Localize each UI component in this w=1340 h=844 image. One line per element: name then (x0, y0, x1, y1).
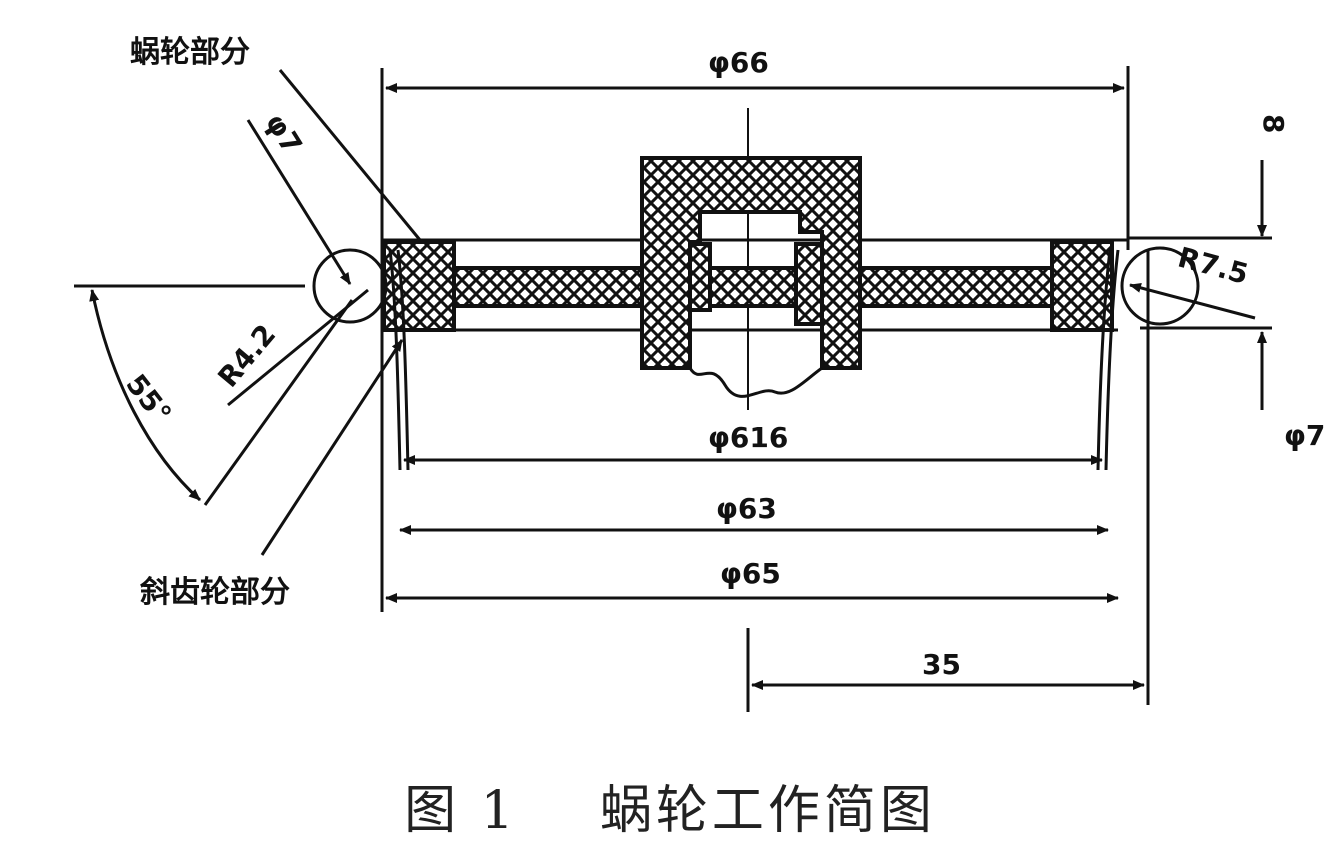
dim-phi65: φ65 (720, 557, 781, 590)
worm-wheel-part-label: 蜗轮部分 (130, 35, 250, 70)
hub-insert (688, 242, 712, 312)
figure-number: 图 1 (404, 781, 518, 841)
dim-angle-55: 55° (119, 368, 178, 430)
dim-r4-2: R4.2 (211, 318, 282, 394)
dim-phi63: φ63 (716, 492, 777, 525)
angle-arc (89, 289, 202, 502)
leader-lines (203, 69, 1256, 556)
dim-35: 35 (922, 648, 961, 681)
dimension-lines (385, 83, 1267, 690)
dim-phi66: φ66 (708, 46, 769, 79)
right-rim-hatch (1050, 240, 1114, 332)
wheel-section (382, 156, 1128, 370)
caption-spacer (538, 781, 579, 841)
hub-hatch (640, 156, 862, 370)
left-tooth-circle (312, 248, 388, 324)
hub-insert-right (794, 242, 824, 326)
web-hatch (452, 266, 1056, 308)
figure-caption: 图 1 蜗轮工作简图 (0, 768, 1340, 843)
dim-phi7-right: φ7 (1284, 419, 1325, 452)
figure-title: 蜗轮工作简图 (599, 781, 936, 841)
dim-8: 8 (1257, 114, 1290, 133)
dim-r7-5: R7.5 (1174, 241, 1251, 291)
right-tooth-circle (1120, 246, 1200, 326)
dim-phi616: φ616 (708, 421, 788, 454)
helical-gear-part-label: 斜齿轮部分 (140, 575, 290, 610)
shaft-break (688, 366, 823, 398)
